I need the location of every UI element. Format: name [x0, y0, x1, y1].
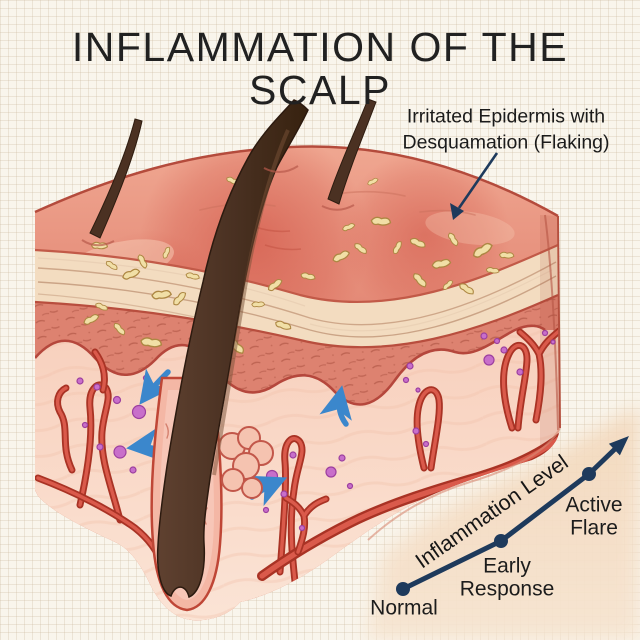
inflammation-level-chart — [396, 436, 629, 596]
block-right-edge — [557, 215, 561, 429]
annotation-irritated-epidermis: Irritated Epidermis with Desquamation (F… — [402, 104, 609, 157]
block-corner-shading — [540, 215, 560, 452]
follicle-opening-contour — [81, 239, 115, 247]
hair-shafts — [81, 98, 377, 599]
skin-surface-outline — [34, 145, 559, 218]
hair-shaft-left — [89, 118, 143, 239]
dermal-papillae-boundary — [35, 324, 546, 406]
hair-shaft-right — [327, 98, 377, 205]
peach-background-wash — [366, 405, 640, 640]
trend-arrowhead — [608, 436, 629, 456]
point-active-flare — [582, 467, 596, 481]
chart-label-active-flare: Active Flare — [565, 493, 623, 539]
annotation-arrow — [450, 152, 499, 220]
migration-arrow — [319, 385, 352, 427]
trend-line — [400, 445, 619, 592]
page-title: INFLAMMATION OF THE SCALP — [71, 24, 569, 114]
point-normal — [396, 582, 410, 596]
chart-label-normal: Normal — [370, 596, 438, 620]
point-early-response — [494, 534, 508, 548]
migration-arrow — [139, 368, 173, 405]
annotation-line2: Desquamation (Flaking) — [402, 132, 610, 154]
chart-label-early-response: Early Response — [459, 554, 555, 600]
sebaceous-gland — [218, 426, 274, 499]
block-bottom-edge — [367, 427, 561, 541]
follicle-opening-contour — [263, 165, 299, 173]
follicle-opening-contour — [321, 204, 355, 211]
annotation-line1: Irritated Epidermis with — [406, 105, 606, 128]
